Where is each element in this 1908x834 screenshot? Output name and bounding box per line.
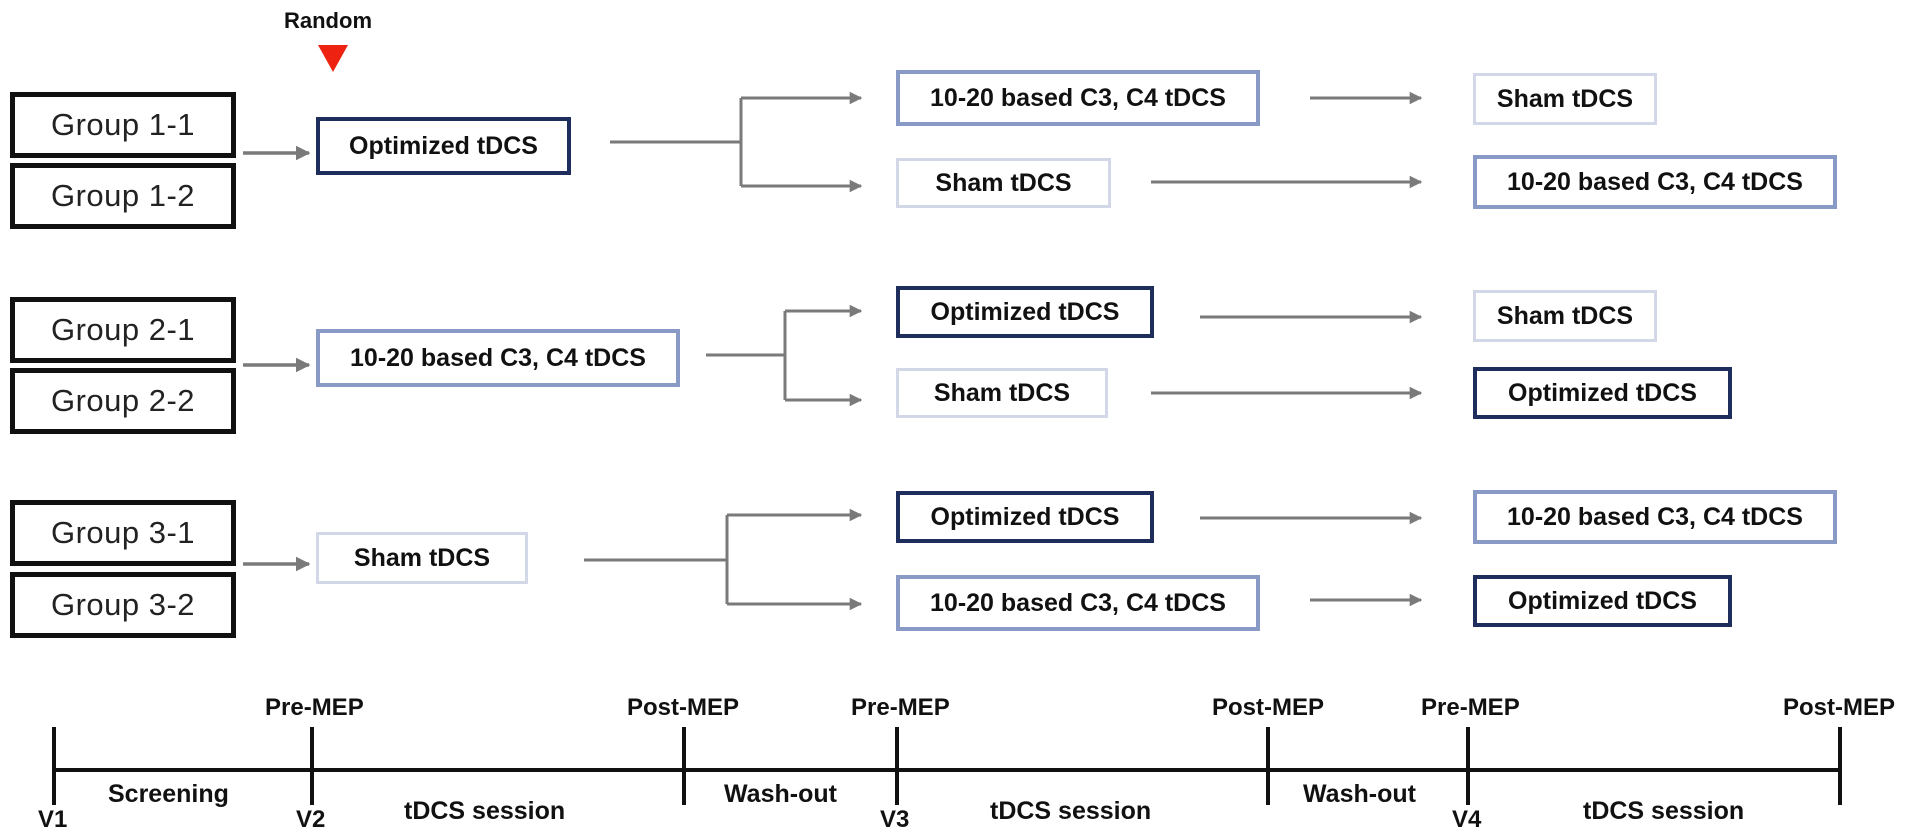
arm1-third-treatment-box-b: 10-20 based C3, C4 tDCS xyxy=(1473,155,1837,209)
timeline-top-label: Post-MEP xyxy=(1783,694,1896,721)
timeline-top-label: Pre-MEP xyxy=(265,694,364,721)
arm2-third-treatment-box-b: Optimized tDCS xyxy=(1473,367,1732,419)
arm3-third-treatment-box-a: 10-20 based C3, C4 tDCS xyxy=(1473,490,1837,544)
arm3-third-treatment-box-b: Optimized tDCS xyxy=(1473,575,1732,627)
arm1-second-treatment-box-a: 10-20 based C3, C4 tDCS xyxy=(896,70,1260,126)
arm3-second-treatment-box-b: 10-20 based C3, C4 tDCS xyxy=(896,575,1260,631)
timeline-top-label: Post-MEP xyxy=(627,694,740,721)
arm1-third-treatment-box-a: Sham tDCS xyxy=(1473,73,1657,125)
timeline-visit-label: V2 xyxy=(296,806,326,833)
arm2-second-treatment-box-a: Optimized tDCS xyxy=(896,286,1154,338)
timeline-top-label: Post-MEP xyxy=(1212,694,1325,721)
timeline-top-label: Pre-MEP xyxy=(1421,694,1520,721)
arm3-first-treatment-box: Sham tDCS xyxy=(316,532,528,584)
arm1-first-treatment-box: Optimized tDCS xyxy=(316,117,571,175)
arm2-second-treatment-box-b: Sham tDCS xyxy=(896,368,1108,418)
arm1-second-treatment-box-b: Sham tDCS xyxy=(896,158,1111,208)
group-2-1-box: Group 2-1 xyxy=(10,297,236,363)
timeline-visit-label: V3 xyxy=(880,806,910,833)
random-marker-icon xyxy=(318,45,348,72)
timeline-segment-label: tDCS session xyxy=(1583,797,1745,825)
group-3-1-box: Group 3-1 xyxy=(10,500,236,566)
timeline-segment-label: Wash-out xyxy=(724,780,837,808)
group-1-2-box: Group 1-2 xyxy=(10,163,236,229)
timeline-visit-label: V4 xyxy=(1452,806,1482,833)
arm2-third-treatment-box-a: Sham tDCS xyxy=(1473,290,1657,342)
random-label: Random xyxy=(284,8,372,33)
group-3-2-box: Group 3-2 xyxy=(10,572,236,638)
arm2-first-treatment-box: 10-20 based C3, C4 tDCS xyxy=(316,329,680,387)
timeline-visit-label: V1 xyxy=(38,806,68,833)
timeline-top-label: Pre-MEP xyxy=(851,694,950,721)
arm3-second-treatment-box-a: Optimized tDCS xyxy=(896,491,1154,543)
group-2-2-box: Group 2-2 xyxy=(10,368,236,434)
group-1-1-box: Group 1-1 xyxy=(10,92,236,158)
timeline-segment-label: tDCS session xyxy=(990,797,1152,825)
timeline-segment-label: Wash-out xyxy=(1303,780,1416,808)
timeline-segment-label: tDCS session xyxy=(404,797,566,825)
timeline-segment-label: Screening xyxy=(108,780,229,808)
